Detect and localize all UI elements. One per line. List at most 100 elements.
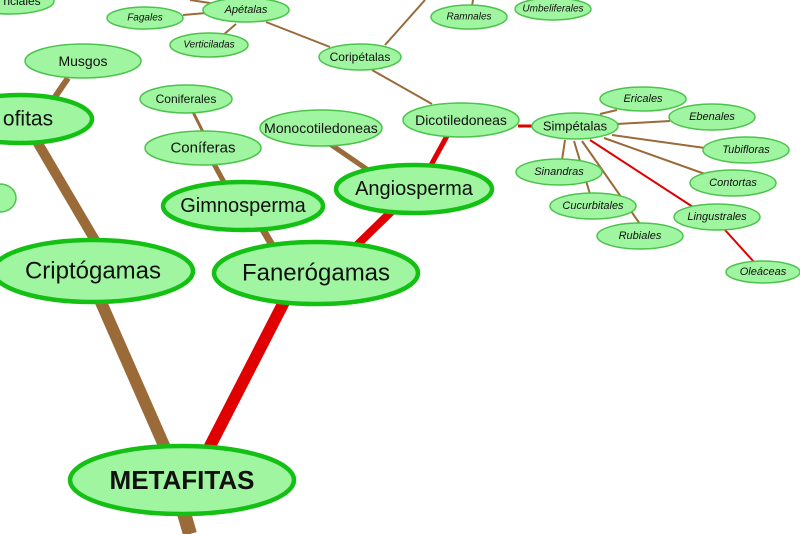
node-label: Gimnosperma bbox=[180, 195, 306, 217]
node-coniferales[interactable]: Coniferales bbox=[139, 84, 233, 114]
node-ellipse bbox=[515, 158, 603, 186]
node-ellipse bbox=[144, 130, 262, 166]
node-label: Simpétalas bbox=[543, 119, 608, 134]
node-ellipse bbox=[668, 103, 756, 131]
node-ellipse bbox=[211, 239, 421, 307]
node-umbeliferales[interactable]: Umbeliferales bbox=[514, 0, 592, 21]
node-ramnales[interactable]: Ramnales bbox=[430, 4, 508, 30]
branch-line bbox=[616, 120, 671, 125]
node-fanerogamas[interactable]: Fanerógamas bbox=[211, 239, 421, 307]
node-label: Coniferales bbox=[156, 92, 217, 106]
branch-line bbox=[182, 12, 207, 16]
node-coniferas[interactable]: Coníferas bbox=[144, 130, 262, 166]
node-label: Ramnales bbox=[446, 12, 491, 23]
branch-line bbox=[599, 109, 618, 115]
node-musgos[interactable]: Musgos bbox=[24, 43, 142, 79]
node-angiosperma[interactable]: Angiosperma bbox=[333, 162, 495, 216]
node-ellipse bbox=[531, 112, 619, 140]
node-criptogamas[interactable]: Criptógamas bbox=[0, 237, 196, 305]
node-ellipse bbox=[514, 0, 592, 21]
node-partial[interactable] bbox=[0, 183, 17, 213]
branch-line bbox=[265, 21, 331, 48]
node-coripetalas[interactable]: Coripétalas bbox=[318, 43, 402, 71]
node-ellipse bbox=[689, 169, 777, 197]
node-briofitas[interactable]: ofitas bbox=[0, 92, 95, 146]
node-ellipse bbox=[202, 0, 290, 23]
node-metafitas[interactable]: METAFITAS bbox=[67, 443, 297, 517]
node-label: nciales bbox=[3, 0, 40, 8]
node-label: Tubifloras bbox=[722, 144, 770, 156]
node-label: Ericales bbox=[623, 93, 663, 105]
node-label: Lingustrales bbox=[687, 211, 747, 223]
node-cucurbitales[interactable]: Cucurbitales bbox=[549, 192, 637, 220]
node-label: Monocotiledoneas bbox=[264, 120, 378, 136]
node-ellipse bbox=[402, 102, 520, 138]
node-ellipse bbox=[106, 6, 184, 30]
node-label: Contortas bbox=[709, 177, 757, 189]
node-ellipse bbox=[0, 0, 55, 15]
node-gimnosperma[interactable]: Gimnosperma bbox=[160, 179, 326, 233]
node-ellipse bbox=[160, 179, 326, 233]
node-label: Rubiales bbox=[619, 230, 662, 242]
node-ebenales[interactable]: Ebenales bbox=[668, 103, 756, 131]
node-ellipse bbox=[333, 162, 495, 216]
node-label: Angiosperma bbox=[355, 178, 474, 200]
node-apetalas[interactable]: Apétalas bbox=[202, 0, 290, 23]
node-ellipse bbox=[673, 203, 761, 231]
node-ellipse bbox=[702, 136, 790, 164]
node-ellipse bbox=[0, 183, 17, 213]
node-ranunciales[interactable]: nciales bbox=[0, 0, 55, 15]
node-contortas[interactable]: Contortas bbox=[689, 169, 777, 197]
node-monocotiledoneas[interactable]: Monocotiledoneas bbox=[259, 109, 383, 147]
node-ellipse bbox=[139, 84, 233, 114]
branch-line bbox=[384, 0, 426, 46]
node-ellipse bbox=[596, 222, 684, 250]
node-dicotiledoneas[interactable]: Dicotiledoneas bbox=[402, 102, 520, 138]
node-ellipse bbox=[259, 109, 383, 147]
branch-line bbox=[191, 111, 205, 133]
node-ellipse bbox=[725, 260, 800, 284]
node-label: Criptógamas bbox=[25, 258, 161, 285]
node-ericales[interactable]: Ericales bbox=[599, 86, 687, 112]
node-ellipse bbox=[0, 92, 95, 146]
node-rubiales[interactable]: Rubiales bbox=[596, 222, 684, 250]
node-label: Fanerógamas bbox=[242, 260, 390, 287]
node-label: Dicotiledoneas bbox=[415, 112, 507, 128]
highlighted-branch-line bbox=[352, 208, 395, 250]
node-sinandras[interactable]: Sinandras bbox=[515, 158, 603, 186]
branch-line bbox=[328, 141, 370, 173]
node-label: Sinandras bbox=[534, 166, 584, 178]
node-verticiladas[interactable]: Verticiladas bbox=[169, 32, 249, 58]
node-simpetalas[interactable]: Simpétalas bbox=[531, 112, 619, 140]
node-fagales[interactable]: Fagales bbox=[106, 6, 184, 30]
branch-line bbox=[189, 0, 211, 4]
node-label: ofitas bbox=[3, 108, 53, 131]
node-label: Oleáceas bbox=[740, 266, 787, 278]
node-ellipse bbox=[549, 192, 637, 220]
node-oleaceas[interactable]: Oleáceas bbox=[725, 260, 800, 284]
node-label: Apétalas bbox=[224, 4, 268, 16]
node-ellipse bbox=[24, 43, 142, 79]
node-label: METAFITAS bbox=[110, 465, 255, 495]
node-label: Umbeliferales bbox=[522, 4, 583, 15]
branch-line bbox=[52, 76, 71, 99]
highlighted-branch-line bbox=[202, 299, 290, 453]
branch-line bbox=[603, 137, 706, 175]
branch-line bbox=[31, 137, 101, 245]
node-label: Coníferas bbox=[170, 140, 235, 157]
node-label: Coripétalas bbox=[330, 50, 391, 64]
node-lingustrales[interactable]: Lingustrales bbox=[673, 203, 761, 231]
node-tubifloras[interactable]: Tubifloras bbox=[702, 136, 790, 164]
node-label: Ebenales bbox=[689, 111, 735, 123]
node-ellipse bbox=[67, 443, 297, 517]
node-label: Musgos bbox=[58, 53, 107, 69]
branch-line bbox=[611, 134, 706, 149]
highlighted-branch-line bbox=[724, 229, 755, 263]
node-ellipse bbox=[430, 4, 508, 30]
node-label: Verticiladas bbox=[183, 40, 234, 51]
highlighted-branch-line bbox=[589, 139, 694, 208]
branch-line bbox=[561, 139, 566, 161]
node-ellipse bbox=[0, 237, 196, 305]
